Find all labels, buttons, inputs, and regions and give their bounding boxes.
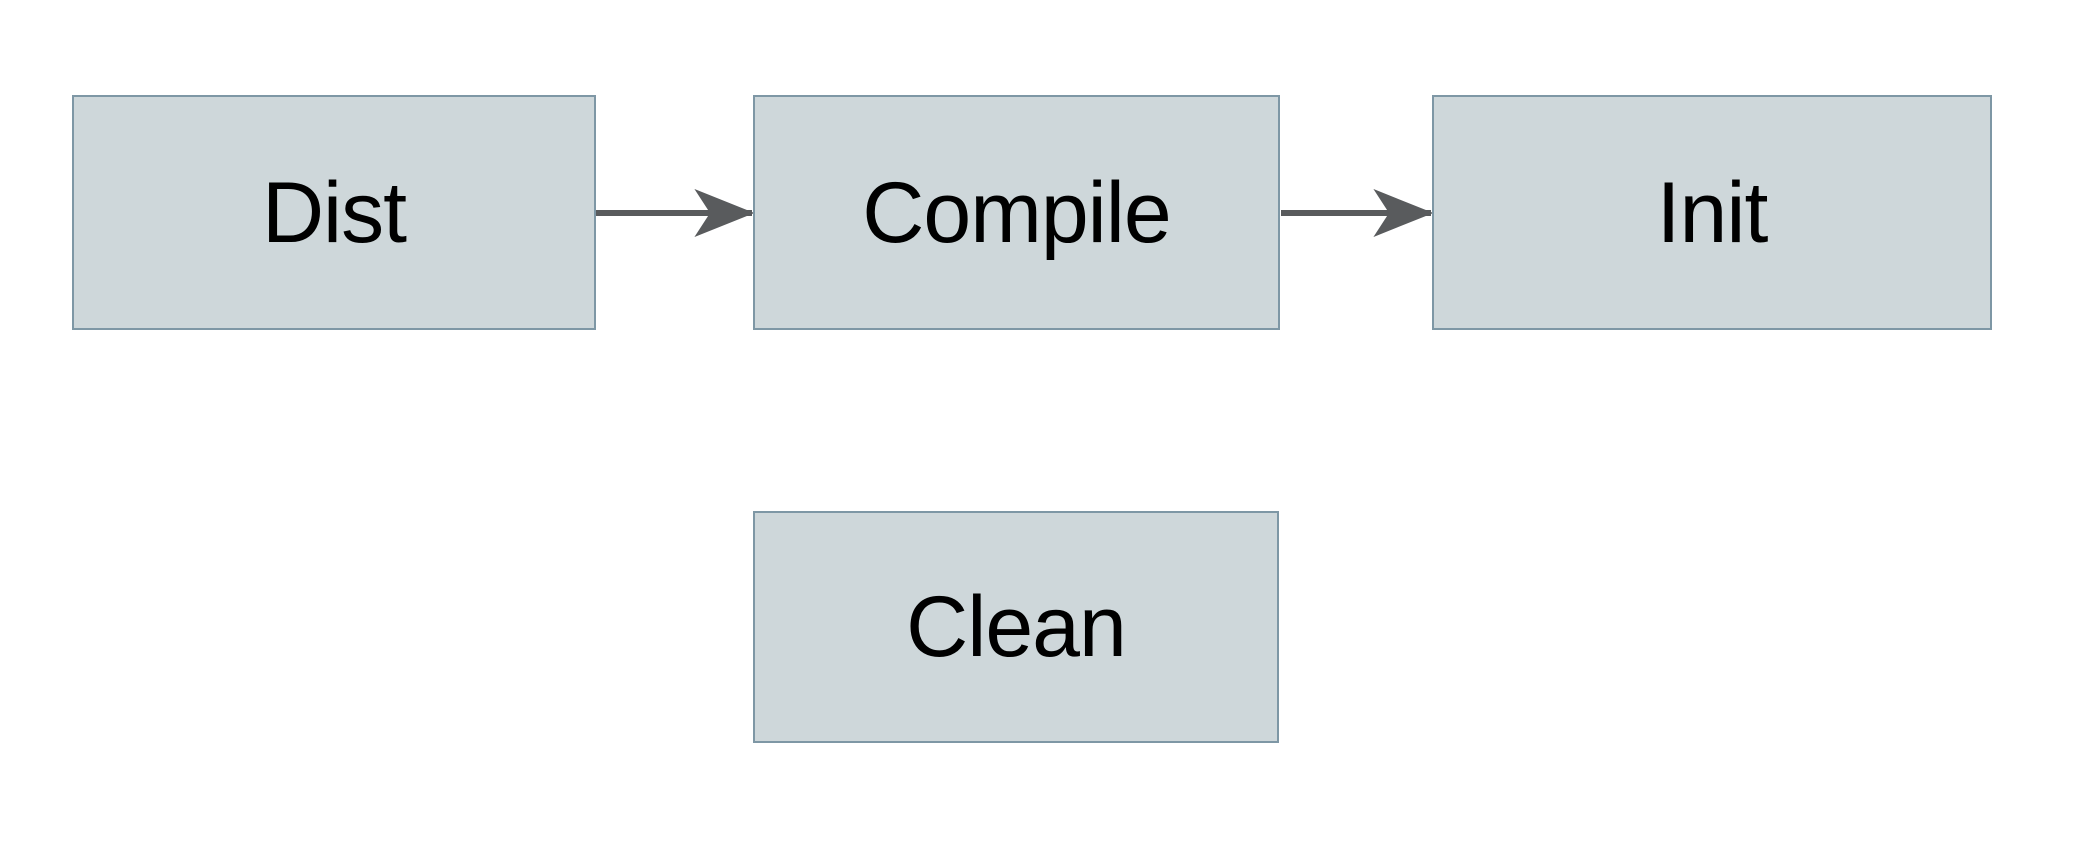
node-label-clean: Clean xyxy=(906,579,1127,675)
node-dist[interactable]: Dist xyxy=(72,95,596,330)
node-label-dist: Dist xyxy=(261,164,407,261)
node-compile[interactable]: Compile xyxy=(753,95,1280,330)
node-clean[interactable]: Clean xyxy=(753,511,1279,743)
node-label-compile: Compile xyxy=(862,164,1171,261)
node-init[interactable]: Init xyxy=(1432,95,1992,330)
node-label-init: Init xyxy=(1656,164,1769,261)
